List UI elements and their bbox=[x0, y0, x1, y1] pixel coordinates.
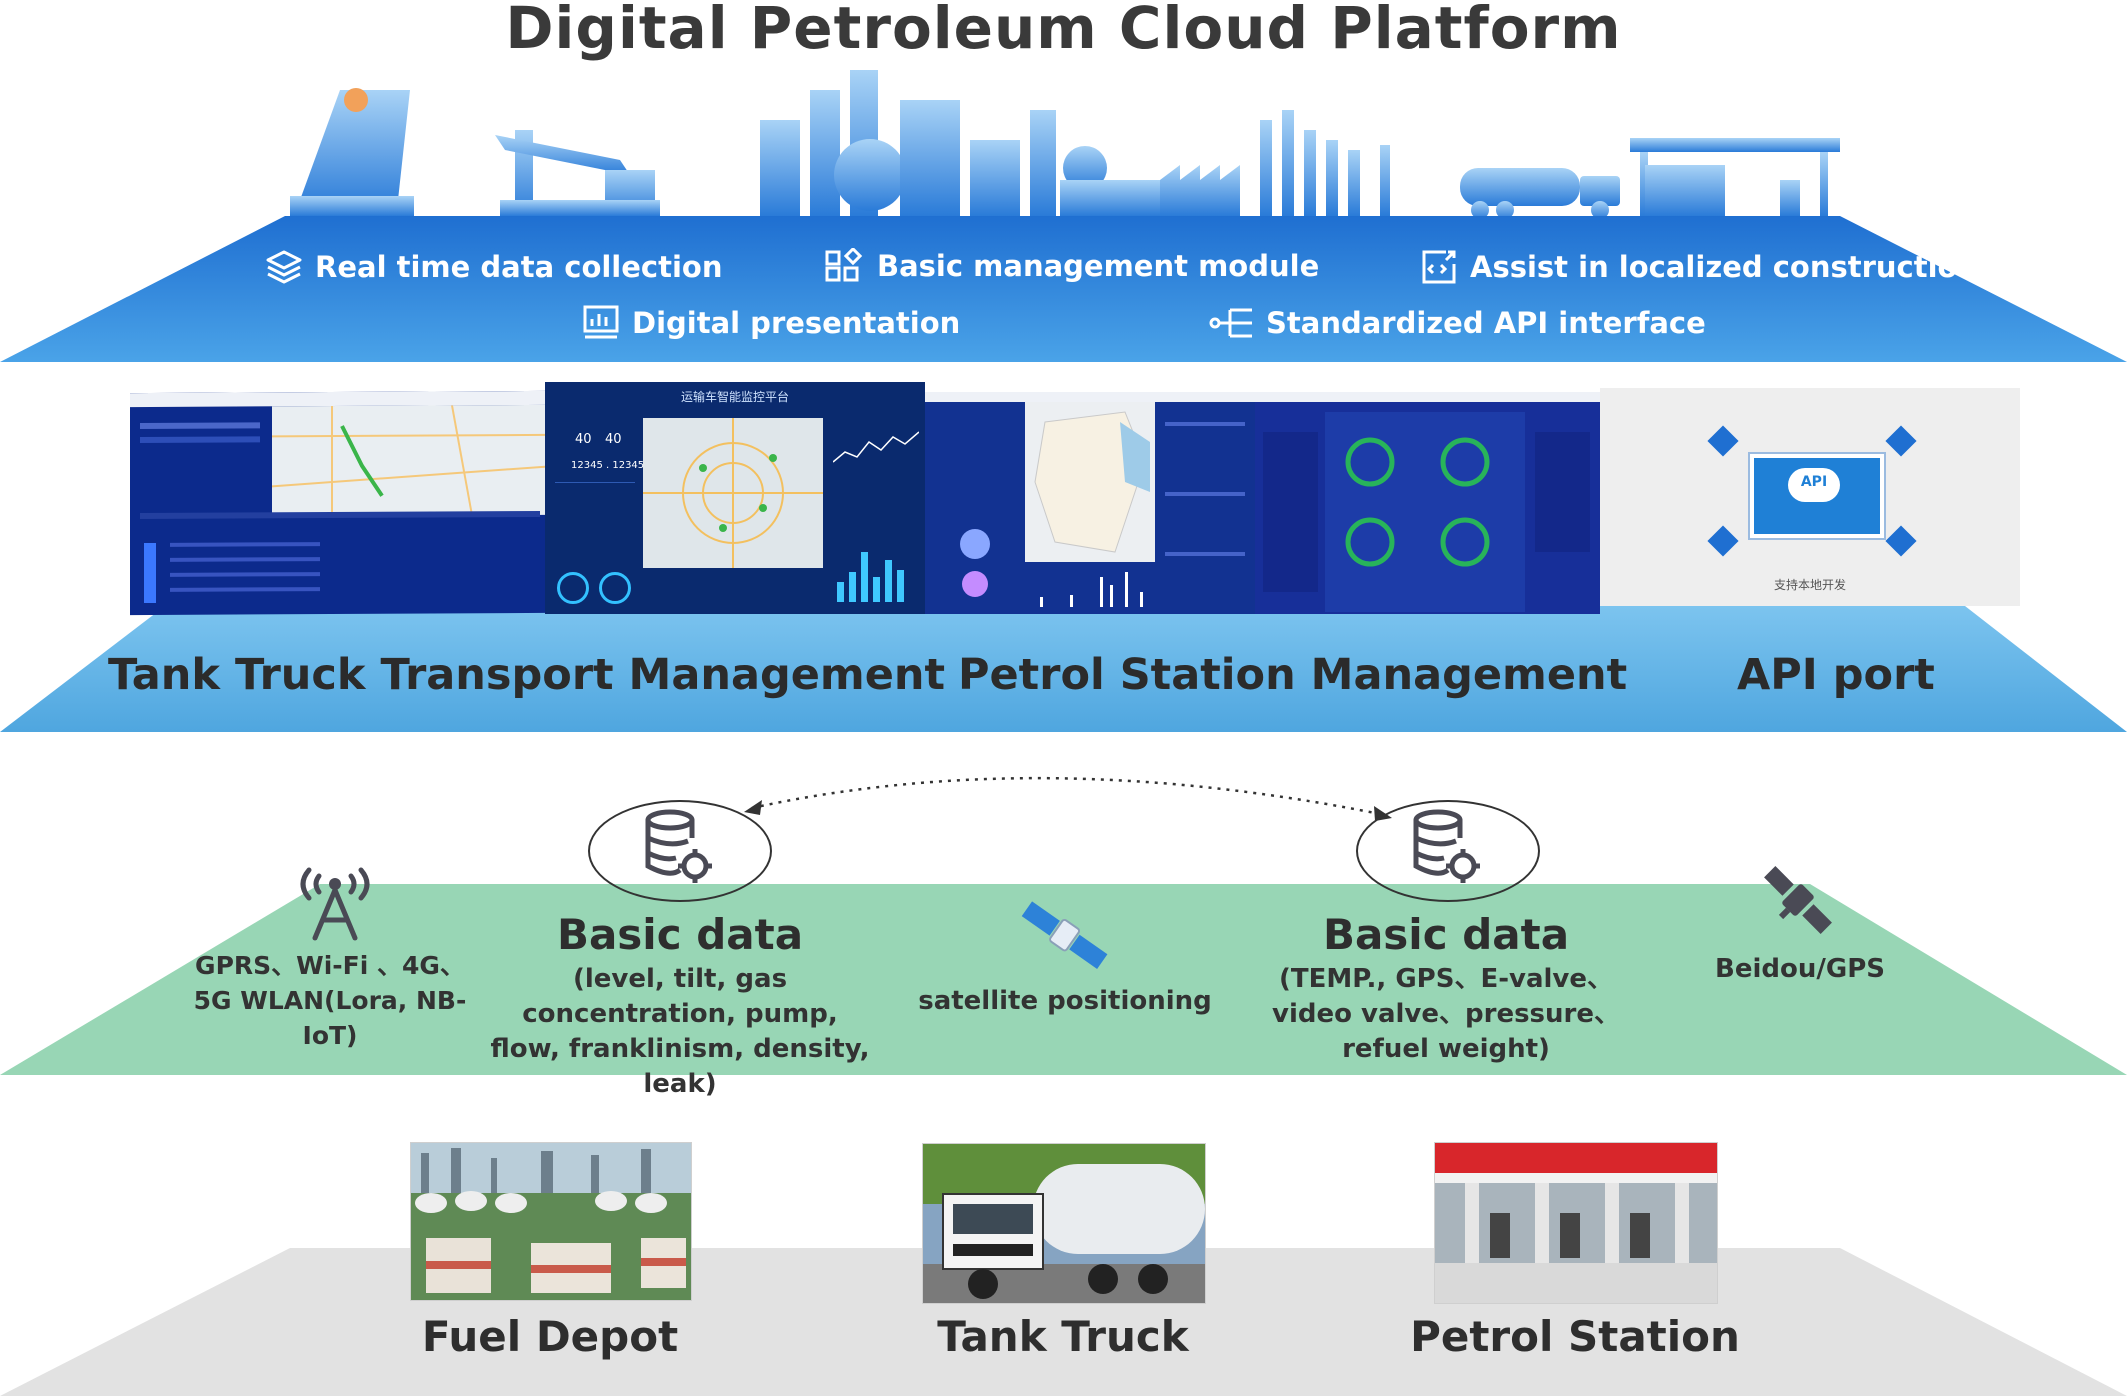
management-layer bbox=[0, 606, 2127, 732]
feature-basic-mgmt: Basic management module bbox=[825, 248, 1319, 284]
feature-realtime: Real time data collection bbox=[265, 248, 722, 286]
fuel-depot-icon bbox=[411, 1143, 691, 1300]
code-window-icon bbox=[1422, 250, 1456, 284]
data-exchange-arc bbox=[751, 776, 1386, 817]
modules-icon bbox=[825, 248, 863, 282]
database-ellipse-left bbox=[588, 800, 772, 902]
trend-line-icon bbox=[833, 431, 919, 463]
histogram-icon bbox=[1040, 572, 1143, 607]
basic-data-right-title: Basic data bbox=[1322, 910, 1570, 959]
page-title: Digital Petroleum Cloud Platform bbox=[505, 0, 1622, 62]
satellite-positioning: satellite positioning bbox=[918, 986, 1212, 1016]
basic-data-right-desc: (TEMP., GPS、E-valve、video valve、pressure… bbox=[1272, 964, 1620, 1064]
gauges-icon bbox=[1345, 437, 1490, 567]
database-ellipse-right bbox=[1356, 800, 1540, 902]
data-layer bbox=[0, 884, 2127, 1075]
pie-chart-icon bbox=[960, 529, 990, 597]
satellite-icon bbox=[1021, 901, 1108, 969]
platform-layer bbox=[0, 216, 2127, 362]
tank-truck-icon bbox=[923, 1144, 1205, 1303]
city-map-icon bbox=[643, 418, 823, 568]
label-tank-truck-mgmt: Tank Truck Transport Management bbox=[108, 650, 946, 700]
screen-station-gauges bbox=[1255, 392, 1600, 614]
layers-icon bbox=[266, 250, 302, 284]
screen-header: 运输车智能监控平台 bbox=[680, 390, 789, 404]
fuel-depot-photo bbox=[410, 1142, 692, 1301]
label-api-port: API port bbox=[1737, 650, 1935, 700]
api-tree-icon bbox=[1209, 308, 1252, 338]
label-petrol-station-mgmt: Petrol Station Management bbox=[958, 650, 1628, 700]
basic-data-left-desc: (level, tilt, gas concentration, pump, f… bbox=[490, 964, 870, 1099]
industrial-skyline-icon bbox=[290, 70, 1840, 219]
petrol-station-photo bbox=[1434, 1142, 1718, 1304]
beidou-satellite-icon bbox=[1764, 866, 1832, 934]
screen-api-port: API 支持本地开发 bbox=[1600, 388, 2020, 606]
comm-protocols: GPRS、Wi-Fi 、4G、5G WLAN(Lora, NB-IoT) bbox=[193, 951, 467, 1050]
api-caption: 支持本地开发 bbox=[1773, 578, 1846, 592]
database-gear-icon bbox=[645, 809, 712, 883]
bar-chart-icon bbox=[837, 552, 904, 602]
antenna-icon bbox=[300, 867, 370, 941]
database-gear-icon bbox=[1413, 809, 1480, 883]
tank-truck-photo bbox=[922, 1143, 1206, 1304]
map-roads-icon bbox=[272, 405, 545, 517]
label-petrol-station: Petrol Station bbox=[1410, 1312, 1740, 1361]
api-badge: API bbox=[1800, 474, 1828, 490]
beidou-gps: Beidou/GPS bbox=[1715, 954, 1885, 984]
screen-tank-truck-map bbox=[130, 390, 545, 616]
screen-station-map bbox=[925, 392, 1255, 614]
feature-api: Standardized API interface bbox=[1208, 304, 1706, 342]
chart-screen-icon bbox=[583, 305, 619, 339]
region-map-icon bbox=[1034, 411, 1150, 553]
screen-smart-monitor: 运输车智能监控平台 40 40 12345 . 12345 bbox=[545, 382, 925, 614]
petrol-station-icon bbox=[1435, 1143, 1717, 1303]
basic-data-left-title: Basic data bbox=[556, 910, 804, 959]
feature-localized: Assist in localized construction bbox=[1420, 248, 1978, 286]
label-tank-truck: Tank Truck bbox=[937, 1312, 1189, 1361]
feature-presentation: Digital presentation bbox=[582, 304, 960, 342]
label-fuel-depot: Fuel Depot bbox=[421, 1312, 679, 1361]
